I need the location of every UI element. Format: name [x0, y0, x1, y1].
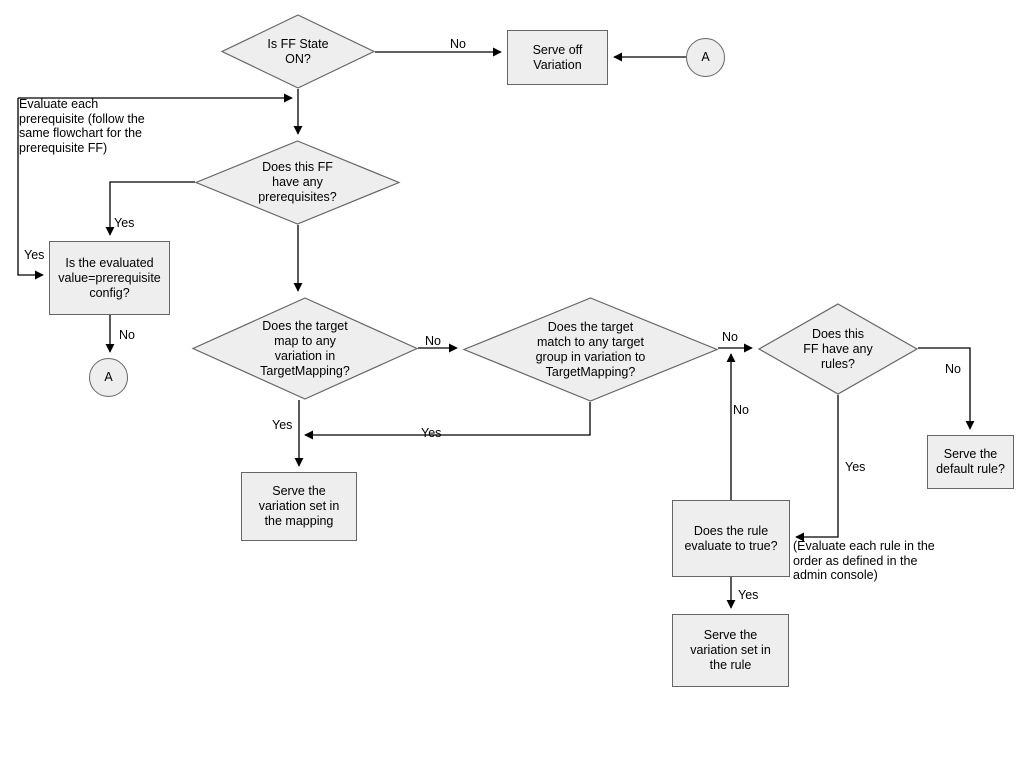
- edge-label-target-map-yes: Yes: [272, 418, 293, 432]
- process-serve-default-rule[interactable]: Serve the default rule?: [927, 435, 1014, 489]
- decision-target-match-group[interactable]: Does the target match to any target grou…: [462, 297, 719, 402]
- decision-has-prerequisites[interactable]: Does this FF have any prerequisites?: [194, 140, 401, 225]
- connector-a-bottom[interactable]: A: [89, 358, 128, 397]
- diamond-shape: [191, 297, 419, 400]
- process-serve-off-variation[interactable]: Serve off Variation: [507, 30, 608, 85]
- decision-target-map-variation-label: Does the target map to any variation in …: [260, 318, 350, 378]
- decision-has-prerequisites-label: Does this FF have any prerequisites?: [258, 160, 337, 204]
- note-rule-order: (Evaluate each rule in the order as defi…: [793, 539, 935, 583]
- process-evaluated-value-prerequisite-label: Is the evaluated value=prerequisite conf…: [58, 255, 161, 300]
- note-prerequisite: Evaluate each prerequisite (follow the s…: [19, 97, 145, 155]
- process-evaluated-value-prerequisite[interactable]: Is the evaluated value=prerequisite conf…: [49, 241, 170, 315]
- decision-is-ff-state-on[interactable]: Is FF State ON?: [220, 14, 376, 89]
- edge-label-target-match-yes: Yes: [421, 426, 442, 440]
- process-serve-variation-rule[interactable]: Serve the variation set in the rule: [672, 614, 789, 687]
- diamond-shape: [220, 14, 376, 89]
- edge-label-ffstate-no: No: [450, 37, 466, 51]
- process-serve-variation-mapping-label: Serve the variation set in the mapping: [258, 484, 340, 528]
- edge-label-prerequisites-yes: Yes: [114, 216, 135, 230]
- edge-label-rule-true-no: No: [733, 403, 749, 417]
- edge-label-target-match-no: No: [722, 330, 738, 344]
- process-serve-variation-rule-label: Serve the variation set in the rule: [690, 628, 771, 672]
- process-serve-off-variation-label: Serve off Variation: [532, 42, 583, 72]
- edge-label-has-rules-yes: Yes: [845, 460, 866, 474]
- diamond-shape: [757, 303, 919, 395]
- edge-label-target-map-no: No: [425, 334, 441, 348]
- process-serve-variation-mapping[interactable]: Serve the variation set in the mapping: [241, 472, 357, 541]
- diamond-shape: [194, 140, 401, 225]
- edge-label-evaluated-value-no: No: [119, 328, 135, 342]
- decision-has-rules-label: Does this FF have any rules?: [803, 326, 873, 371]
- edge-hasrules-yes: [795, 395, 839, 542]
- process-rule-evaluates-true-label: Does the rule evaluate to true?: [684, 523, 778, 553]
- connector-a-top-label: A: [701, 50, 710, 64]
- process-rule-evaluates-true[interactable]: Does the rule evaluate to true?: [672, 500, 790, 577]
- decision-target-match-group-label: Does the target match to any target grou…: [535, 319, 646, 379]
- edge-targetmatch-yes: [304, 402, 591, 440]
- edge-label-has-rules-no: No: [945, 362, 961, 376]
- decision-target-map-variation[interactable]: Does the target map to any variation in …: [191, 297, 419, 400]
- decision-has-rules[interactable]: Does this FF have any rules?: [757, 303, 919, 395]
- process-serve-default-rule-label: Serve the default rule?: [936, 447, 1005, 476]
- edge-label-rule-true-yes: Yes: [738, 588, 759, 602]
- edge-hasrules-no: [918, 347, 975, 430]
- diamond-shape: [462, 297, 719, 402]
- decision-is-ff-state-on-label: Is FF State ON?: [267, 36, 329, 66]
- connector-a-top[interactable]: A: [686, 38, 725, 77]
- edge-label-evaluated-value-yes: Yes: [24, 248, 45, 262]
- connector-a-bottom-label: A: [104, 370, 113, 384]
